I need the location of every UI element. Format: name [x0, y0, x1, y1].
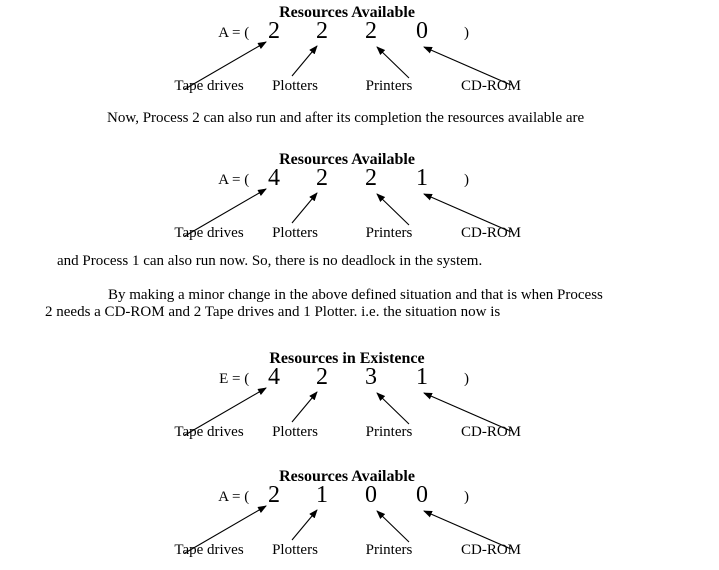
vector-value-printers: 3: [365, 364, 377, 390]
resource-label-tape-drives: Tape drives: [174, 225, 244, 241]
resource-label-plotters: Plotters: [272, 78, 318, 94]
vector-value-plotters: 2: [316, 18, 328, 44]
arrow-cdrom: [423, 392, 512, 432]
vector-value-tape-drives: 4: [268, 165, 280, 191]
resource-label-cdrom: CD-ROM: [460, 542, 521, 558]
arrow-cdrom: [423, 46, 512, 86]
diagram-resources-in-existence: Resources in Existence E = ( 4 2 3 1 ) T…: [0, 350, 719, 450]
arrow-plotters: [291, 45, 318, 77]
vector-suffix: ): [464, 25, 469, 41]
resource-label-tape-drives: Tape drives: [174, 78, 244, 94]
arrow-printers: [376, 46, 410, 79]
arrow-tape-drives: [184, 387, 267, 436]
paragraph-line: Now, Process 2 can also run and after it…: [107, 110, 585, 126]
vector-suffix: ): [464, 371, 469, 387]
arrows-overlay: [184, 188, 512, 237]
arrow-printers: [376, 510, 410, 543]
vector-prefix: A = (: [218, 172, 253, 188]
vector-value-printers: 0: [365, 482, 377, 508]
arrow-printers: [376, 392, 410, 425]
arrow-cdrom: [423, 510, 512, 550]
vector-suffix: ): [464, 172, 469, 188]
resource-label-plotters: Plotters: [272, 542, 318, 558]
diagram-title: Resources in Existence: [269, 350, 425, 367]
arrows-overlay: [184, 41, 512, 90]
vector-value-tape-drives: 2: [268, 482, 280, 508]
resource-label-printers: Printers: [365, 424, 413, 440]
vector-value-plotters: 2: [316, 364, 328, 390]
arrow-plotters: [291, 192, 318, 224]
vector-prefix: A = (: [218, 25, 253, 41]
arrow-plotters: [291, 509, 318, 541]
diagram-title: Resources Available: [279, 4, 415, 21]
arrow-printers: [376, 193, 410, 226]
resource-label-tape-drives: Tape drives: [174, 424, 244, 440]
resource-label-cdrom: CD-ROM: [460, 78, 521, 94]
vector-value-tape-drives: 2: [268, 18, 280, 44]
vector-suffix: ): [464, 489, 469, 505]
paragraph-line: and Process 1 can also run now. So, ther…: [57, 253, 483, 269]
arrow-tape-drives: [184, 41, 267, 90]
resource-label-plotters: Plotters: [272, 225, 318, 241]
vector-value-cdrom: 0: [416, 482, 428, 508]
vector-value-printers: 2: [365, 165, 377, 191]
resource-label-cdrom: CD-ROM: [460, 424, 521, 440]
diagram-resources-available-3: Resources Available A = ( 2 1 0 0 ) Tape…: [0, 468, 719, 568]
arrow-plotters: [291, 391, 318, 423]
resource-label-plotters: Plotters: [272, 424, 318, 440]
resource-label-printers: Printers: [365, 225, 413, 241]
diagram-resources-available-2: Resources Available A = ( 4 2 2 1 ) Tape…: [0, 151, 719, 251]
vector-value-tape-drives: 4: [268, 364, 280, 390]
diagram-title: Resources Available: [279, 151, 415, 168]
resource-label-cdrom: CD-ROM: [460, 225, 521, 241]
resource-label-tape-drives: Tape drives: [174, 542, 244, 558]
paragraph-line: 2 needs a CD-ROM and 2 Tape drives and 1…: [45, 304, 501, 320]
paragraph-line: By making a minor change in the above de…: [108, 287, 603, 303]
vector-prefix: A = (: [218, 489, 253, 505]
vector-value-cdrom: 1: [416, 364, 428, 390]
diagram-title: Resources Available: [279, 468, 415, 485]
vector-prefix: E = (: [219, 371, 253, 387]
arrows-overlay: [184, 505, 512, 554]
resource-label-printers: Printers: [365, 542, 413, 558]
vector-value-cdrom: 1: [416, 165, 428, 191]
vector-value-cdrom: 0: [416, 18, 428, 44]
diagram-resources-available-1: Resources Available A = ( 2 2 2 0 ) Tape…: [0, 4, 719, 104]
vector-value-plotters: 2: [316, 165, 328, 191]
vector-value-plotters: 1: [316, 482, 328, 508]
resource-label-printers: Printers: [365, 78, 413, 94]
arrow-tape-drives: [184, 505, 267, 554]
arrows-overlay: [184, 387, 512, 436]
arrow-cdrom: [423, 193, 512, 233]
arrow-tape-drives: [184, 188, 267, 237]
vector-value-printers: 2: [365, 18, 377, 44]
